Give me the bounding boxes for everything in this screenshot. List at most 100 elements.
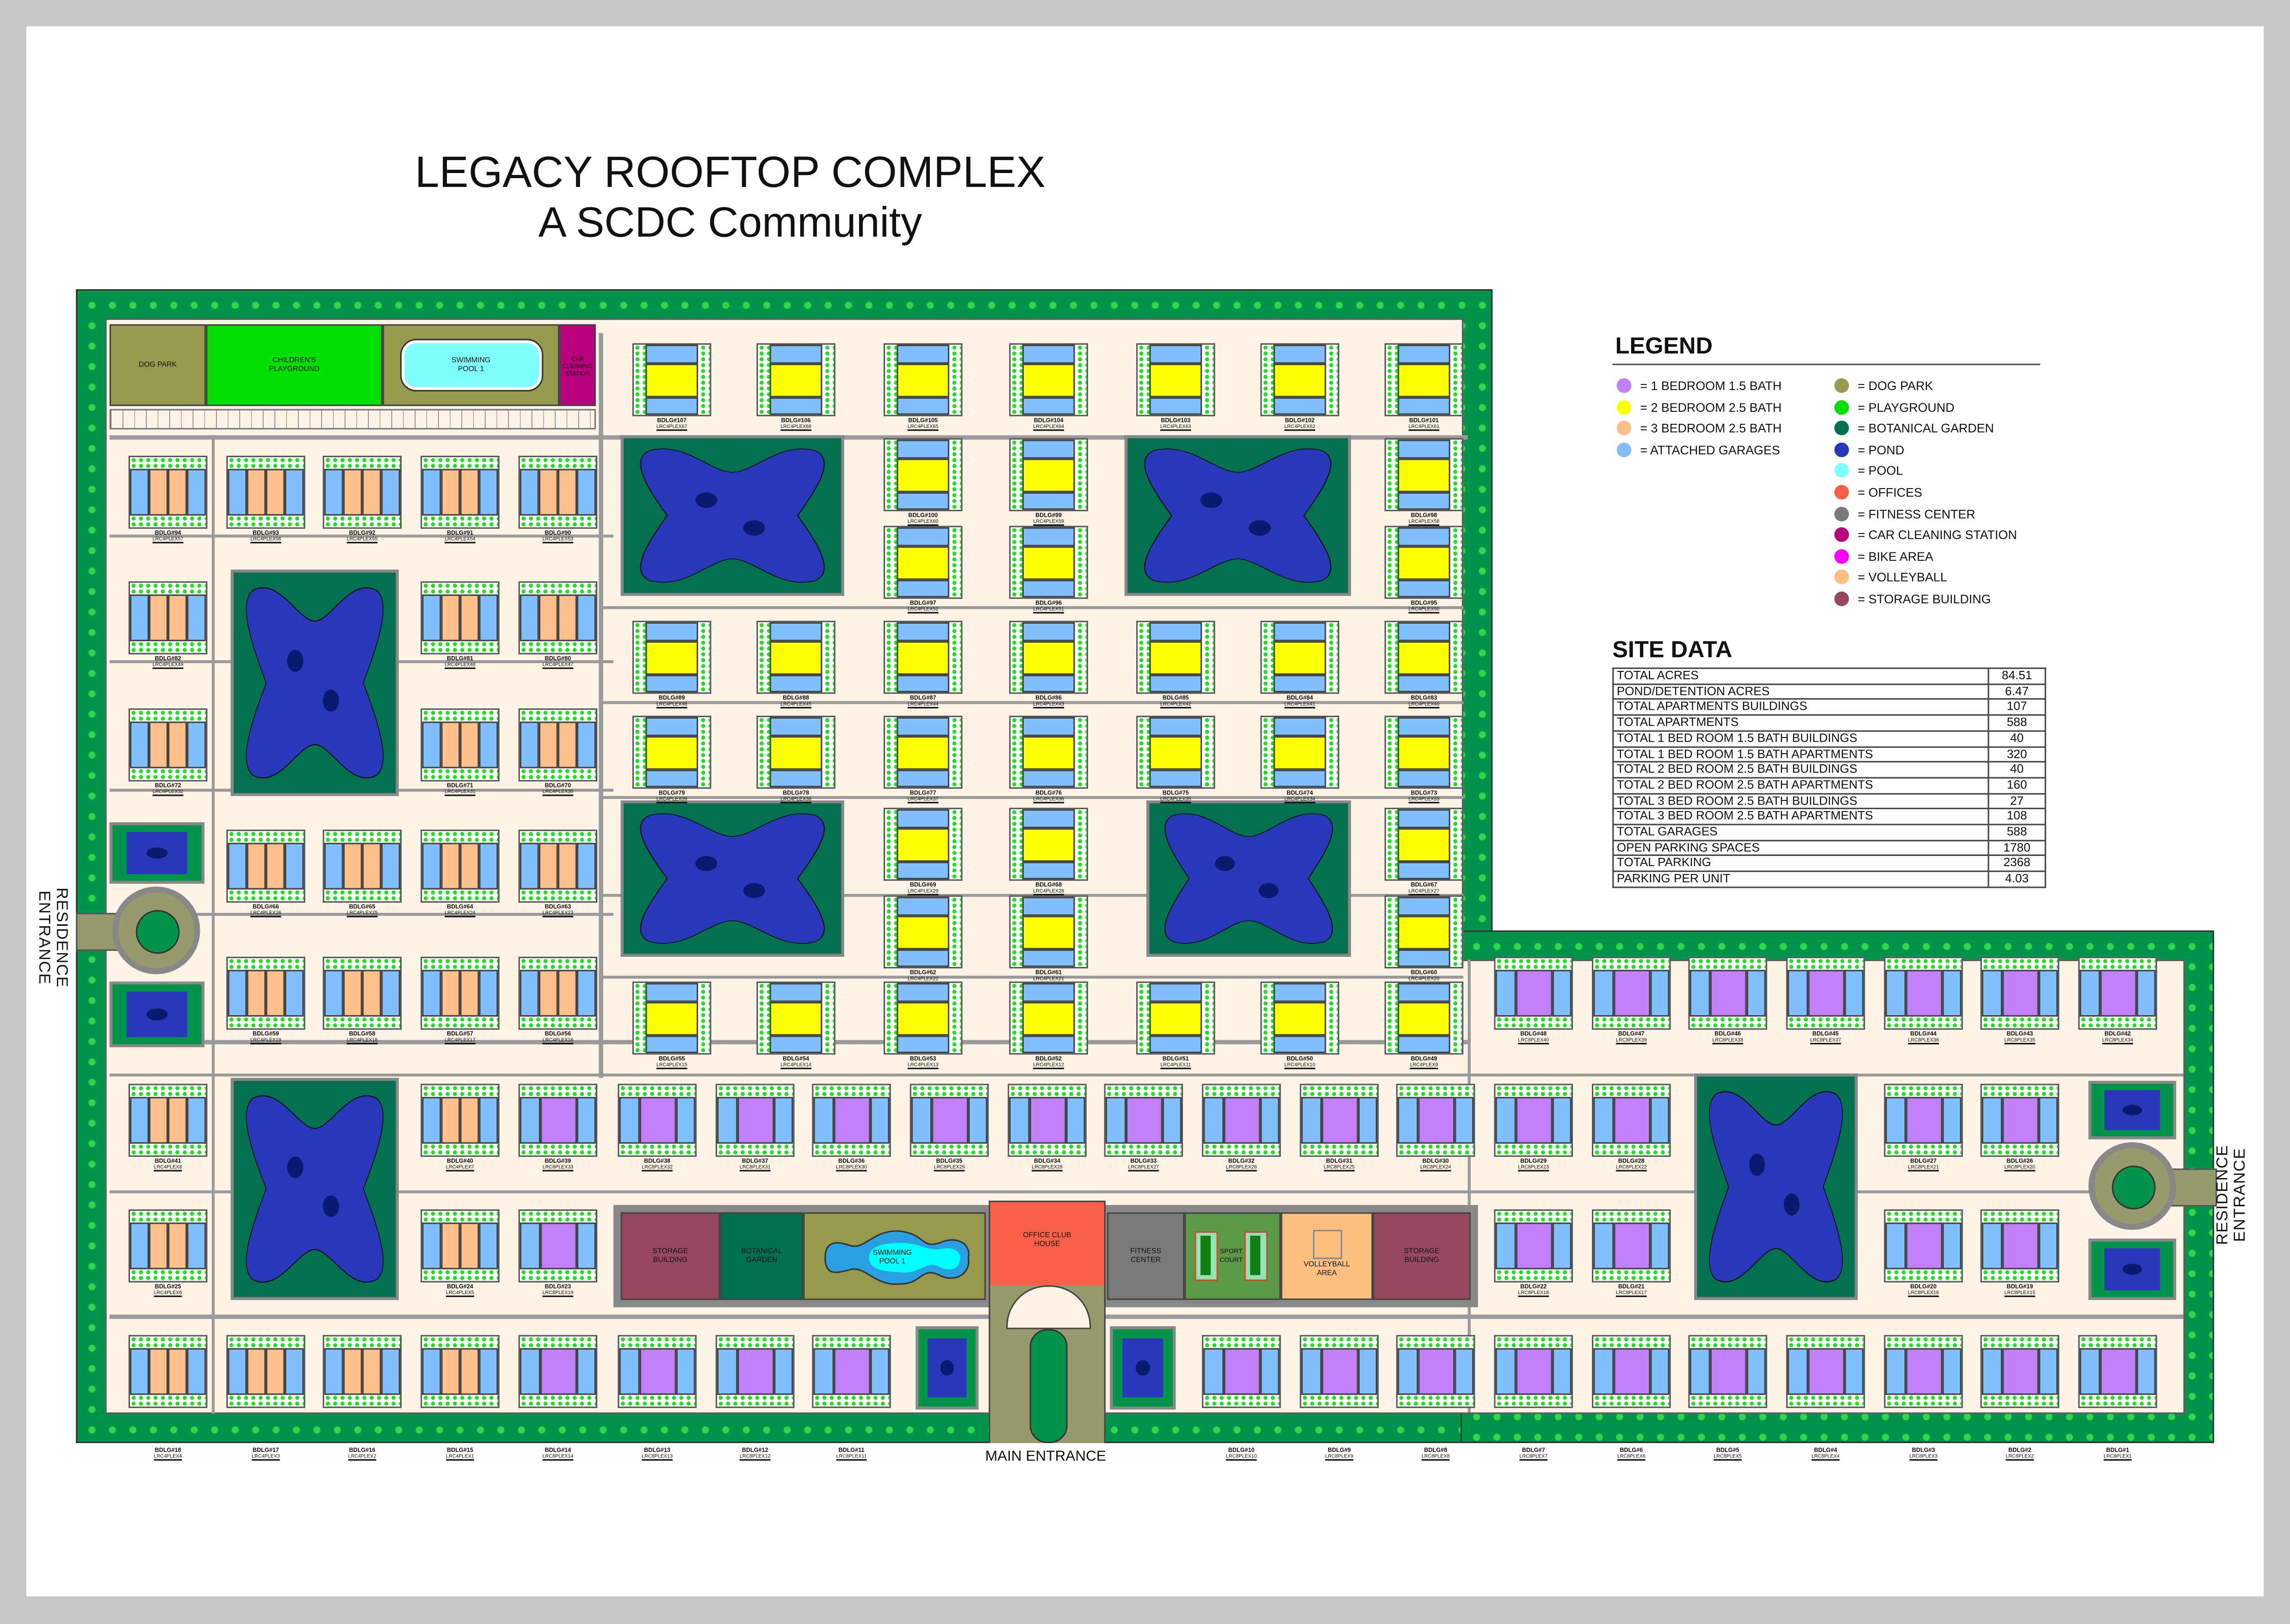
building-1br[interactable] — [1688, 956, 1767, 1030]
building-2br[interactable] — [1009, 715, 1088, 789]
building-1br[interactable] — [518, 1084, 598, 1157]
building-3br[interactable] — [421, 1084, 500, 1157]
building-2br[interactable] — [632, 343, 712, 416]
building-2br[interactable] — [883, 438, 963, 511]
building-2br[interactable] — [1009, 807, 1088, 881]
building-2br[interactable] — [1384, 715, 1464, 789]
building-1br[interactable] — [2078, 1335, 2157, 1408]
building-1br[interactable] — [1008, 1084, 1087, 1157]
building-1br[interactable] — [1884, 1209, 1963, 1283]
building-3br[interactable] — [226, 830, 305, 903]
building-3br[interactable] — [322, 956, 402, 1030]
building-3br[interactable] — [128, 581, 208, 655]
building-3br[interactable] — [226, 455, 305, 529]
building-1br[interactable] — [1884, 1335, 1963, 1408]
building-2br[interactable] — [1136, 343, 1215, 416]
building-3br[interactable] — [421, 1335, 500, 1408]
building-2br[interactable] — [883, 807, 963, 881]
building-2br[interactable] — [1260, 343, 1339, 416]
building-2br[interactable] — [1384, 620, 1464, 694]
building-3br[interactable] — [421, 956, 500, 1030]
building-2br[interactable] — [756, 343, 836, 416]
building-3br[interactable] — [128, 455, 208, 529]
building-3br[interactable] — [421, 708, 500, 781]
building-2br[interactable] — [1136, 715, 1215, 789]
building-2br[interactable] — [883, 620, 963, 694]
building-3br[interactable] — [322, 455, 402, 529]
building-2br[interactable] — [632, 715, 712, 789]
building-1br[interactable] — [1592, 1209, 1671, 1283]
building-1br[interactable] — [1494, 1084, 1573, 1157]
building-3br[interactable] — [128, 1335, 208, 1408]
building-3br[interactable] — [226, 956, 305, 1030]
building-1br[interactable] — [1494, 1335, 1573, 1408]
building-1br[interactable] — [1202, 1084, 1281, 1157]
building-2br[interactable] — [883, 981, 963, 1055]
building-3br[interactable] — [518, 581, 598, 655]
building-3br[interactable] — [226, 1335, 305, 1408]
building-2br[interactable] — [1009, 620, 1088, 694]
building-2br[interactable] — [632, 981, 712, 1055]
building-2br[interactable] — [1384, 807, 1464, 881]
building-1br[interactable] — [1980, 1209, 2060, 1283]
building-3br[interactable] — [322, 1335, 402, 1408]
building-3br[interactable] — [128, 1084, 208, 1157]
building-3br[interactable] — [421, 1209, 500, 1283]
building-3br[interactable] — [421, 830, 500, 903]
building-2br[interactable] — [1009, 438, 1088, 511]
building-2br[interactable] — [1384, 343, 1464, 416]
building-2br[interactable] — [756, 620, 836, 694]
building-1br[interactable] — [618, 1084, 697, 1157]
building-1br[interactable] — [1884, 956, 1963, 1030]
building-2br[interactable] — [1384, 981, 1464, 1055]
building-3br[interactable] — [128, 1209, 208, 1283]
building-1br[interactable] — [1980, 956, 2060, 1030]
building-1br[interactable] — [1300, 1084, 1379, 1157]
building-1br[interactable] — [1786, 956, 1865, 1030]
building-1br[interactable] — [1396, 1335, 1475, 1408]
building-2br[interactable] — [883, 343, 963, 416]
building-1br[interactable] — [1104, 1084, 1183, 1157]
building-2br[interactable] — [756, 715, 836, 789]
building-1br[interactable] — [518, 1335, 598, 1408]
building-2br[interactable] — [1136, 620, 1215, 694]
building-2br[interactable] — [1260, 620, 1339, 694]
building-1br[interactable] — [715, 1335, 795, 1408]
building-1br[interactable] — [1980, 1084, 2060, 1157]
building-2br[interactable] — [1009, 981, 1088, 1055]
building-2br[interactable] — [1384, 895, 1464, 969]
building-3br[interactable] — [518, 708, 598, 781]
building-2br[interactable] — [1009, 343, 1088, 416]
building-2br[interactable] — [883, 715, 963, 789]
building-1br[interactable] — [1202, 1335, 1281, 1408]
building-3br[interactable] — [518, 830, 598, 903]
building-2br[interactable] — [1260, 981, 1339, 1055]
building-1br[interactable] — [1494, 956, 1573, 1030]
building-3br[interactable] — [421, 455, 500, 529]
building-1br[interactable] — [715, 1084, 795, 1157]
building-1br[interactable] — [1884, 1084, 1963, 1157]
building-1br[interactable] — [1396, 1084, 1475, 1157]
building-1br[interactable] — [1786, 1335, 1865, 1408]
building-3br[interactable] — [421, 581, 500, 655]
building-2br[interactable] — [883, 895, 963, 969]
building-1br[interactable] — [2078, 956, 2157, 1030]
building-1br[interactable] — [1980, 1335, 2060, 1408]
building-1br[interactable] — [1494, 1209, 1573, 1283]
building-1br[interactable] — [1300, 1335, 1379, 1408]
building-1br[interactable] — [518, 1209, 598, 1283]
building-2br[interactable] — [1009, 526, 1088, 599]
building-1br[interactable] — [812, 1335, 891, 1408]
building-1br[interactable] — [618, 1335, 697, 1408]
building-2br[interactable] — [1384, 438, 1464, 511]
building-2br[interactable] — [1136, 981, 1215, 1055]
building-1br[interactable] — [910, 1084, 989, 1157]
building-2br[interactable] — [883, 526, 963, 599]
building-2br[interactable] — [632, 620, 712, 694]
building-1br[interactable] — [812, 1084, 891, 1157]
building-3br[interactable] — [322, 830, 402, 903]
building-2br[interactable] — [1260, 715, 1339, 789]
building-2br[interactable] — [1009, 895, 1088, 969]
building-3br[interactable] — [128, 708, 208, 781]
building-1br[interactable] — [1592, 956, 1671, 1030]
